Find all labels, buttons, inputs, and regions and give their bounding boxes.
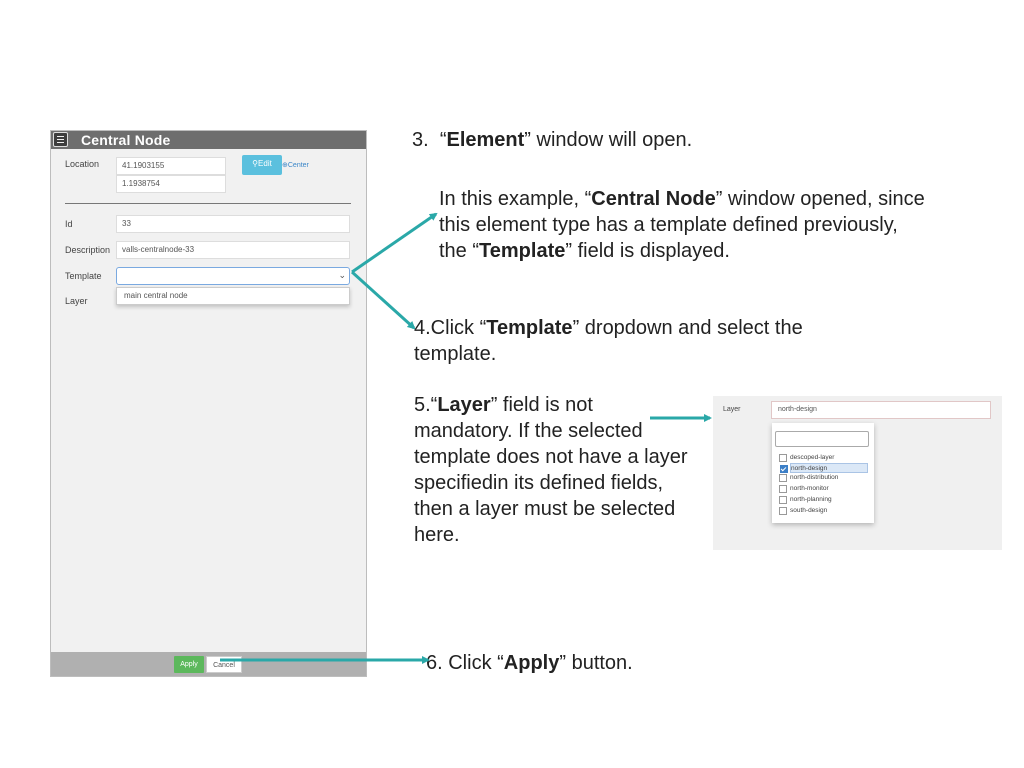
step-3-quote: “	[439, 129, 447, 151]
layer-dropdown: descoped-layer north-design north-distri…	[772, 423, 874, 523]
window-footer: Apply Cancel	[51, 652, 366, 676]
layer-option[interactable]: north-monitor	[779, 484, 868, 494]
step-5: 5.“Layer” field is not mandatory. If the…	[414, 392, 689, 548]
para-bold-1: Central Node	[591, 188, 716, 210]
para-text-a: In this example, “	[439, 188, 592, 210]
step-4-bold: Template	[486, 317, 573, 339]
apply-button[interactable]: Apply	[174, 656, 204, 673]
example-paragraph: In this example, “Central Node” window o…	[439, 186, 929, 264]
description-label: Description	[65, 245, 111, 255]
description-field[interactable]: valls-centralnode-33	[116, 241, 350, 259]
option-label: south-design	[790, 507, 828, 514]
window-header: Central Node	[51, 131, 366, 149]
arrow-to-step-4	[350, 270, 416, 330]
layer-option[interactable]: north-planning	[779, 495, 868, 505]
step-5-text-b: ” field is not mandatory. If the selecte…	[414, 394, 688, 546]
latitude-field[interactable]: 41.1903155	[116, 157, 226, 175]
step-6-bold: Apply	[503, 652, 560, 674]
step-3: 3. “Element” window will open.	[412, 127, 692, 153]
divider	[65, 203, 351, 204]
step-3-bold: Element	[446, 129, 525, 151]
template-select[interactable]: ⌄	[116, 267, 350, 285]
layer-option[interactable]: north-distribution	[779, 473, 868, 483]
para-bold-2: Template	[479, 240, 566, 262]
id-field[interactable]: 33	[116, 215, 350, 233]
step-4-text-a: 4.Click “	[414, 317, 487, 339]
option-label: descoped-layer	[790, 454, 835, 461]
option-label: north-monitor	[790, 485, 829, 492]
checkbox-icon[interactable]	[779, 507, 787, 515]
layer-label: Layer	[65, 296, 88, 306]
layer-option-selected[interactable]: north-design	[780, 463, 868, 473]
step-4: 4.Click “Template” dropdown and select t…	[414, 315, 884, 367]
center-label: Center	[287, 162, 309, 169]
layer-dropdown-screenshot: Layer north-design descoped-layer north-…	[713, 396, 1002, 550]
step-5-text-a: 5.“	[414, 394, 438, 416]
window-title: Central Node	[81, 132, 171, 148]
checkbox-icon[interactable]	[779, 496, 787, 504]
chevron-down-icon: ⌄	[338, 270, 346, 280]
layer-option[interactable]: descoped-layer	[779, 453, 868, 463]
step-6-text-b: ” button.	[559, 652, 633, 674]
layer-option[interactable]: south-design	[779, 506, 868, 516]
longitude-field[interactable]: 1.1938754	[116, 175, 226, 193]
step-4-text-b: ” dropdown and select the template.	[414, 317, 803, 365]
center-link[interactable]: ⊕Center	[282, 161, 309, 169]
edit-label: Edit	[258, 159, 272, 168]
option-label: north-planning	[790, 496, 832, 503]
id-label: Id	[65, 219, 73, 229]
layer-search-input[interactable]	[775, 431, 869, 447]
layer-label: Layer	[723, 406, 741, 413]
element-window: Central Node Location 41.1903155 1.19387…	[50, 130, 367, 677]
zoom-icon: ⊕	[282, 162, 288, 169]
map-pin-icon: ⚲	[252, 159, 259, 168]
step-3-text: ” window will open.	[524, 129, 693, 151]
arrow-to-paragraph	[351, 212, 438, 274]
step-5-bold: Layer	[437, 394, 491, 416]
checkbox-icon[interactable]	[779, 454, 787, 462]
checkbox-icon[interactable]	[779, 474, 787, 482]
template-label: Template	[65, 271, 102, 281]
layer-select[interactable]: north-design	[771, 401, 991, 419]
para-text-b: ” window opened, since this element type…	[439, 188, 925, 262]
checkbox-icon[interactable]	[779, 485, 787, 493]
menu-icon[interactable]	[53, 132, 68, 147]
para-text-c: ” field is displayed.	[565, 240, 730, 262]
checkbox-checked-icon[interactable]	[780, 465, 788, 473]
step-3-number: 3.	[412, 129, 429, 151]
location-label: Location	[65, 159, 100, 169]
step-6: 6. Click “Apply” button.	[426, 650, 633, 676]
edit-location-button[interactable]: ⚲Edit	[242, 155, 282, 175]
option-label: north-design	[791, 465, 828, 472]
step-6-text-a: 6. Click “	[426, 652, 504, 674]
template-option[interactable]: main central node	[116, 287, 350, 305]
option-label: north-distribution	[790, 474, 839, 481]
